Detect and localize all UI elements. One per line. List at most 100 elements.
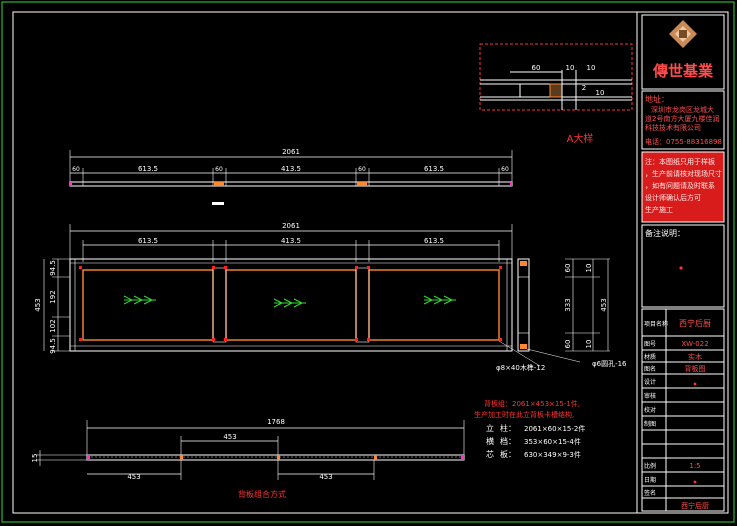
address-line-0: 地址： bbox=[645, 94, 669, 104]
notes-line-2: 生产加工时在此立背板卡槽结构, bbox=[474, 410, 574, 419]
notes-row-0-value: 2061×60×15-2件 bbox=[524, 424, 585, 433]
phone-text: 电话：0755-88316898 bbox=[645, 137, 722, 146]
elevation-seg-2: 613.5 bbox=[424, 237, 444, 245]
remark-dot bbox=[679, 266, 683, 270]
left-dim-3: 94.5 bbox=[49, 338, 57, 354]
assembly-dim-top: 453 bbox=[223, 433, 236, 441]
drawing-no-value: XW-022 bbox=[681, 340, 708, 348]
grain-arrow-left bbox=[123, 295, 156, 305]
left-dim-1: 192 bbox=[49, 290, 57, 303]
material-label: 材质 bbox=[644, 353, 656, 361]
panel-left bbox=[82, 269, 214, 341]
notes-row-0-label: 立 bbox=[486, 423, 494, 433]
notice-line-1: ，生产前请核对现场尺寸 bbox=[645, 169, 722, 178]
right-total: 453 bbox=[600, 298, 608, 311]
company-logo bbox=[669, 20, 697, 48]
assembly-caption: 背板组合方式 bbox=[238, 489, 286, 499]
detail-a-dim-60: 60 bbox=[532, 64, 541, 72]
row-label-4: 比例 bbox=[644, 462, 656, 470]
assembly-dim-bot-mid: 453 bbox=[319, 473, 332, 481]
scale-value: 1:5 bbox=[689, 462, 700, 470]
top-strip: 2061 60 613.5 60 413.5 60 613.5 60 bbox=[69, 148, 513, 205]
assembly-dim-15: 15 bbox=[31, 454, 39, 463]
left-dim-0: 94.5 bbox=[49, 260, 57, 276]
address-line-1: 深圳市龙岗区龙城大 bbox=[651, 105, 714, 114]
row-dot-0 bbox=[693, 382, 697, 386]
row-label-3: 制图 bbox=[644, 420, 656, 428]
material-value: 实木 bbox=[688, 352, 702, 361]
side-section bbox=[517, 258, 530, 352]
top-strip-seg-5: 613.5 bbox=[424, 165, 444, 173]
back-panel-frame bbox=[69, 258, 513, 352]
row-label-0: 设计 bbox=[644, 378, 656, 386]
top-strip-seg-6: 60 bbox=[501, 166, 509, 173]
note-dowel: φ8×40木榫-12 bbox=[496, 363, 545, 372]
row-label-6: 签名 bbox=[644, 489, 656, 497]
left-dim-2: 102 bbox=[49, 319, 57, 332]
top-strip-seg-2: 60 bbox=[215, 166, 223, 173]
notes-line-1: 背板组：2061×453×15-1件, bbox=[484, 399, 580, 408]
top-strip-seg-1: 613.5 bbox=[138, 165, 158, 173]
notes-row-1-value: 353×60×15-4件 bbox=[524, 437, 581, 446]
project-label: 项目名称 bbox=[644, 320, 668, 328]
right-dim-0: 60 bbox=[564, 264, 572, 273]
detail-a-caption: A大样 bbox=[567, 132, 594, 145]
panel-middle bbox=[225, 269, 357, 341]
notes-row-2-label: 芯 bbox=[486, 449, 494, 459]
notes-row-0-sep: 柱： bbox=[500, 423, 516, 433]
top-strip-seg-4: 60 bbox=[358, 166, 366, 173]
detail-a-dim-10-a: 10 bbox=[566, 64, 575, 72]
notice-line-3: 设计师确认后方可 bbox=[645, 193, 701, 202]
elevation-seg-1: 413.5 bbox=[281, 237, 301, 245]
top-strip-overall: 2061 bbox=[282, 148, 300, 156]
detail-a-dim-2: 2 bbox=[582, 84, 586, 92]
top-strip-seg-0: 60 bbox=[72, 166, 80, 173]
note-hole: φ6圆孔-16 bbox=[592, 360, 627, 368]
notice-line-0: 注：本图纸只用于样板 bbox=[645, 157, 715, 166]
row-label-5: 日期 bbox=[644, 476, 656, 484]
address-line-2: 道2号南方大厦九楼佳润 bbox=[645, 114, 719, 123]
address-line-3: 科技技术有限公司 bbox=[645, 123, 701, 132]
right-dim-4: 10 bbox=[585, 340, 593, 349]
remark-label: 备注说明： bbox=[645, 228, 685, 238]
grain-arrow-middle bbox=[273, 298, 306, 308]
drawing-no-label: 图号 bbox=[644, 341, 656, 348]
row-label-2: 校对 bbox=[644, 406, 656, 414]
inner-border bbox=[12, 11, 729, 514]
drawing-name-value: 背板图 bbox=[685, 364, 706, 373]
project-value: 西宁后厨 bbox=[679, 318, 711, 328]
notes-row-2-sep: 板： bbox=[500, 449, 516, 459]
right-dim-3: 60 bbox=[564, 340, 572, 349]
grain-arrow-right bbox=[423, 295, 456, 305]
notes-row-1-label: 横 bbox=[486, 436, 494, 446]
drawing-name-label: 图名 bbox=[644, 365, 656, 373]
assembly-view: 1768 453 453 453 15 背板组合方式 bbox=[31, 418, 465, 499]
elevation-overall: 2061 bbox=[282, 222, 300, 230]
assembly-board bbox=[86, 454, 465, 461]
notes-row-2-value: 630×349×9-3件 bbox=[524, 450, 581, 459]
elevation: 2061 613.5 413.5 613.5 bbox=[34, 222, 627, 372]
detail-a-dim-10-b: 10 bbox=[587, 64, 596, 72]
detail-a-dim-10-c: 10 bbox=[596, 89, 605, 97]
right-dim-1: 10 bbox=[585, 264, 593, 273]
material-notes: 背板组：2061×453×15-1件, 生产加工时在此立背板卡槽结构, 立 柱：… bbox=[474, 399, 585, 459]
title-table: 项目名称 西宁后厨 图号 XW-022 材质 实木 图名 背板图 设计 审核 校… bbox=[641, 308, 725, 512]
row-dot-1 bbox=[693, 480, 697, 484]
detail-a: 60 10 10 10 2 A大样 bbox=[479, 43, 633, 145]
bottom-value: 西宁后厨 bbox=[681, 501, 709, 510]
elevation-seg-0: 613.5 bbox=[138, 237, 158, 245]
strip-board bbox=[69, 181, 513, 187]
panel-right bbox=[368, 269, 500, 341]
notice-line-4: 生产施工 bbox=[645, 205, 673, 214]
notice-line-2: ，如有问题请及时联系 bbox=[645, 181, 715, 190]
brand-name: 傳世基業 bbox=[652, 62, 714, 80]
assembly-overall: 1768 bbox=[267, 418, 285, 426]
right-dim-2: 333 bbox=[564, 298, 572, 311]
assembly-dim-bot-left: 453 bbox=[127, 473, 140, 481]
notes-row-1-sep: 档： bbox=[500, 436, 516, 446]
left-total: 453 bbox=[34, 298, 42, 311]
title-block: 傳世基業 地址： 深圳市龙岗区龙城大 道2号南方大厦九楼佳润 科技技术有限公司 … bbox=[641, 14, 725, 512]
row-label-1: 审核 bbox=[644, 392, 656, 400]
